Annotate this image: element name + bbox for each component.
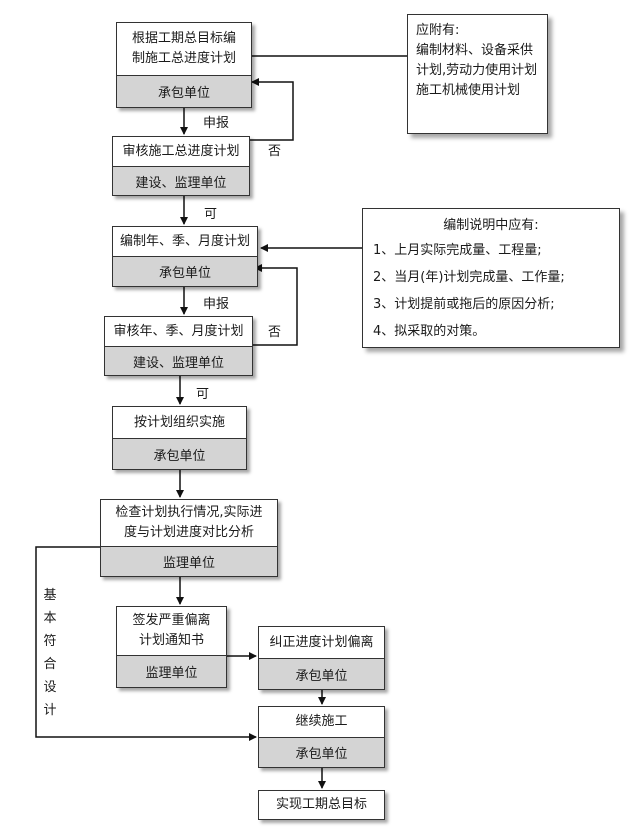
node-title: 签发严重偏离 计划通知书 — [132, 613, 211, 648]
node-title: 检查计划执行情况,实际进 度与计划进度对比分析 — [115, 505, 263, 540]
node-compile-periodic-plan: 编制年、季、月度计划 承包单位 — [112, 226, 258, 287]
feedback-n2-n1 — [250, 78, 294, 141]
node-role: 承包单位 — [259, 737, 384, 767]
label-approve: 可 — [196, 387, 210, 402]
node-title: 继续施工 — [295, 714, 348, 729]
label-reject: 否 — [268, 325, 282, 340]
basic-match-path — [35, 546, 257, 741]
node-title: 根据工期总目标编 制施工总进度计划 — [131, 31, 236, 66]
label-report: 申报 — [203, 297, 230, 312]
note-item: 2、当月(年)计划完成量、工作量; — [373, 270, 565, 285]
note-attachments: 应附有: 编制材料、设备采供计划,劳动力使用计划施工机械使用计划 — [407, 14, 548, 134]
node-title: 审核年、季、月度计划 — [113, 323, 244, 339]
note-title: 编制说明中应有: — [443, 218, 539, 233]
note-body: 编制材料、设备采供计划,劳动力使用计划施工机械使用计划 — [416, 43, 538, 98]
node-correct-deviation: 纠正进度计划偏离 承包单位 — [258, 626, 385, 690]
node-title: 编制年、季、月度计划 — [119, 233, 250, 249]
node-title: 实现工期总目标 — [275, 797, 367, 812]
label-approve: 可 — [204, 207, 218, 222]
note-item: 4、拟采取的对策。 — [373, 324, 486, 339]
note-explanation: 编制说明中应有: 1、上月实际完成量、工程量; 2、当月(年)计划完成量、工作量… — [362, 208, 620, 348]
label-reject: 否 — [268, 144, 282, 159]
label-report: 申报 — [203, 116, 230, 131]
note-title: 应附有: — [416, 23, 460, 38]
node-role: 建设、监理单位 — [113, 166, 249, 195]
node-check-progress: 检查计划执行情况,实际进 度与计划进度对比分析 监理单位 — [100, 499, 278, 577]
node-achieve-target: 实现工期总目标 — [258, 790, 385, 820]
node-title: 审核施工总进度计划 — [122, 143, 240, 159]
node-title: 按计划组织实施 — [133, 414, 225, 430]
node-role: 承包单位 — [117, 75, 251, 107]
note-item: 3、计划提前或拖后的原因分析; — [373, 297, 555, 312]
node-role: 建设、监理单位 — [105, 346, 252, 375]
node-title: 纠正进度计划偏离 — [269, 634, 374, 650]
label-basic-match-design: 基 本 符 合 设 计 — [43, 588, 57, 718]
node-implement-plan: 按计划组织实施 承包单位 — [112, 406, 247, 470]
note-item: 1、上月实际完成量、工程量; — [373, 243, 542, 258]
node-continue-construction: 继续施工 承包单位 — [258, 706, 385, 768]
node-review-total-schedule: 审核施工总进度计划 建设、监理单位 — [112, 136, 250, 196]
node-role: 承包单位 — [259, 658, 384, 689]
feedback-n4-n3 — [253, 264, 298, 346]
node-role: 监理单位 — [117, 655, 226, 687]
node-review-periodic-plan: 审核年、季、月度计划 建设、监理单位 — [104, 316, 253, 376]
node-issue-deviation-notice: 签发严重偏离 计划通知书 监理单位 — [116, 606, 227, 688]
node-compile-total-schedule: 根据工期总目标编 制施工总进度计划 承包单位 — [116, 22, 252, 108]
node-role: 承包单位 — [113, 438, 246, 469]
node-role: 监理单位 — [101, 546, 277, 576]
node-role: 承包单位 — [113, 256, 257, 286]
